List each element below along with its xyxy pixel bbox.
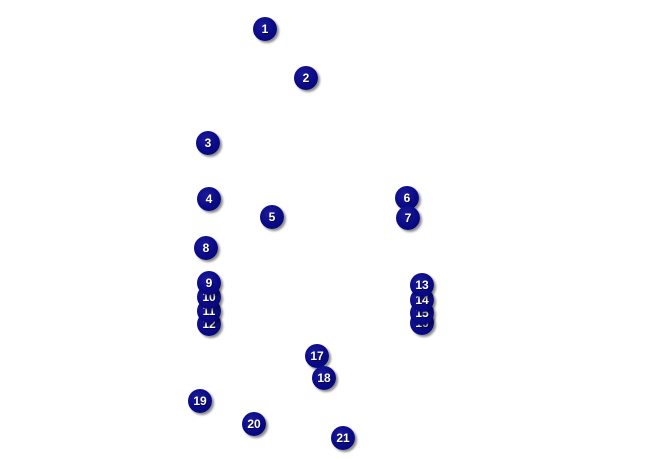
- marker-1[interactable]: 1: [253, 17, 277, 41]
- marker-4[interactable]: 4: [197, 187, 221, 211]
- marker-label: 21: [336, 431, 350, 445]
- marker-3[interactable]: 3: [196, 131, 220, 155]
- marker-label: 7: [404, 211, 412, 225]
- marker-label: 9: [205, 276, 213, 290]
- marker-7[interactable]: 7: [396, 206, 420, 230]
- marker-5[interactable]: 5: [260, 205, 284, 229]
- marker-13[interactable]: 13: [410, 273, 434, 297]
- marker-label: 4: [205, 192, 213, 206]
- marker-label: 13: [415, 278, 429, 292]
- marker-label: 19: [193, 394, 207, 408]
- marker-label: 17: [310, 349, 324, 363]
- marker-21[interactable]: 21: [331, 426, 355, 450]
- marker-label: 5: [268, 210, 276, 224]
- marker-8[interactable]: 8: [194, 236, 218, 260]
- marker-2[interactable]: 2: [294, 66, 318, 90]
- marker-18[interactable]: 18: [312, 366, 336, 390]
- marker-label: 20: [247, 417, 261, 431]
- marker-20[interactable]: 20: [242, 412, 266, 436]
- marker-label: 8: [202, 241, 210, 255]
- marker-label: 3: [204, 136, 212, 150]
- marker-label: 6: [403, 191, 411, 205]
- marker-label: 2: [302, 71, 310, 85]
- marker-label: 18: [317, 371, 331, 385]
- marker-17[interactable]: 17: [305, 344, 329, 368]
- marker-label: 1: [261, 22, 269, 36]
- marker-9[interactable]: 9: [197, 271, 221, 295]
- marker-19[interactable]: 19: [188, 389, 212, 413]
